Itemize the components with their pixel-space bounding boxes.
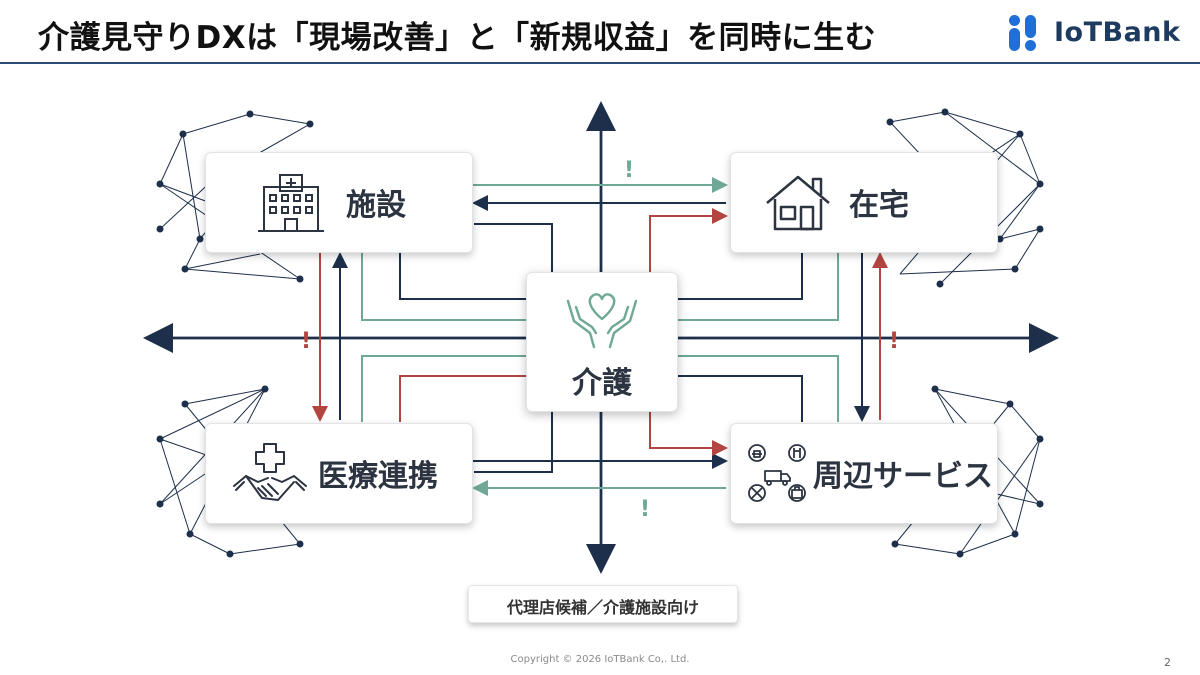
house-icon [766,175,830,231]
medical-coordination-label: 医療連携 [318,459,438,494]
logo-text: IoTBank [1054,17,1181,48]
target-badge-text: 代理店候補／介護施設向け [506,598,699,617]
services-icon [748,444,806,502]
card-facility: 施設 [205,152,473,253]
alert-mark-left: ! [301,329,311,354]
handshake-medical-icon [233,443,307,501]
target-badge: 代理店候補／介護施設向け [468,585,738,623]
slide-header: 介護見守りDXは「現場改善」と「新規収益」を同時に生む IoTBank [0,0,1200,64]
alert-mark-bottom: ! [640,497,650,522]
slide-title: 介護見守りDXは「現場改善」と「新規収益」を同時に生む [38,20,877,56]
home-label: 在宅 [849,188,909,223]
alert-mark-top: ! [624,158,634,183]
iotbank-logo-mark-icon [1009,15,1036,51]
heart-hands-icon [566,293,638,349]
hospital-building-icon [258,174,324,232]
card-medical-coordination: 医療連携 [205,423,473,524]
alert-mark-right: ! [889,329,899,354]
facility-label: 施設 [346,188,406,223]
copyright-text: Copyright © 2026 IoTBank Co,. Ltd. [510,654,690,665]
header-divider [0,62,1200,64]
iotbank-logo: IoTBank [1008,14,1188,54]
page-number: 2 [1164,656,1171,669]
peripheral-services-label: 周辺サービス [813,459,993,494]
care-dx-diagram: ! ! ! ! 施設 [0,64,1200,624]
card-peripheral-services: 周辺サービス [730,423,998,524]
card-home: 在宅 [730,152,998,253]
care-center-label: 介護 [572,366,632,401]
card-care-center: 介護 [526,272,678,412]
